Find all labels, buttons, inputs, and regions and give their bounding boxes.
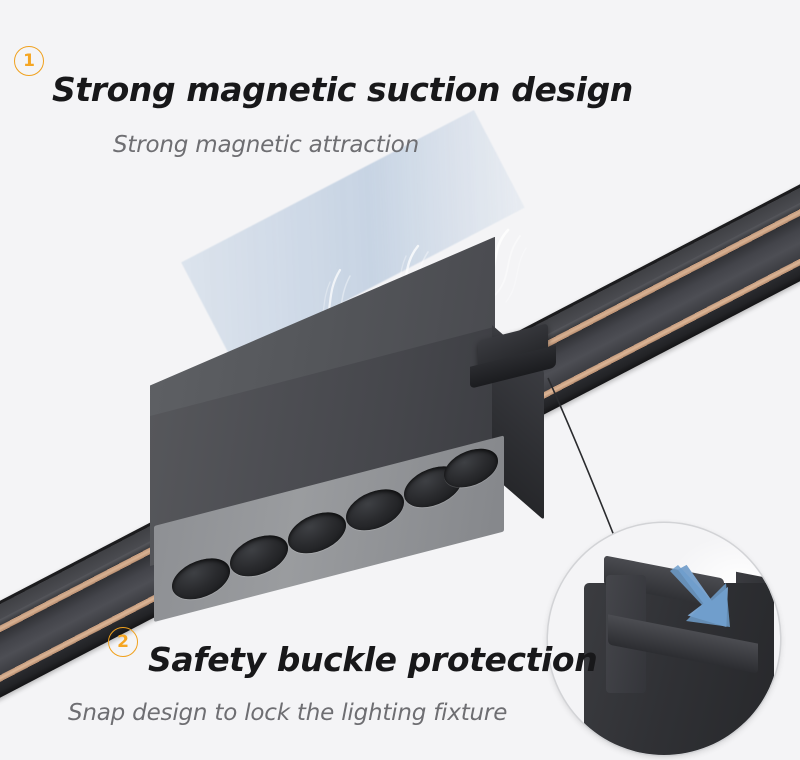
inset-snap-arrow-icon (670, 564, 730, 627)
feature-number-badge-1: 1 (14, 46, 44, 76)
feature-subtitle-1: Strong magnetic attraction (113, 132, 420, 158)
feature-title-2: Safety buckle protection (148, 640, 598, 679)
feature-number-badge-2: 2 (108, 627, 138, 657)
buckle-detail-inset (548, 523, 780, 755)
feature-title-1: Strong magnetic suction design (52, 70, 633, 109)
lens-well (346, 483, 404, 537)
lens-well (172, 552, 230, 606)
lens-well (288, 506, 346, 560)
feature-subtitle-2: Snap design to lock the lighting fixture (68, 700, 508, 726)
lens-well (444, 443, 498, 494)
led-track-light-fixture (140, 300, 590, 630)
lens-well (230, 529, 288, 583)
